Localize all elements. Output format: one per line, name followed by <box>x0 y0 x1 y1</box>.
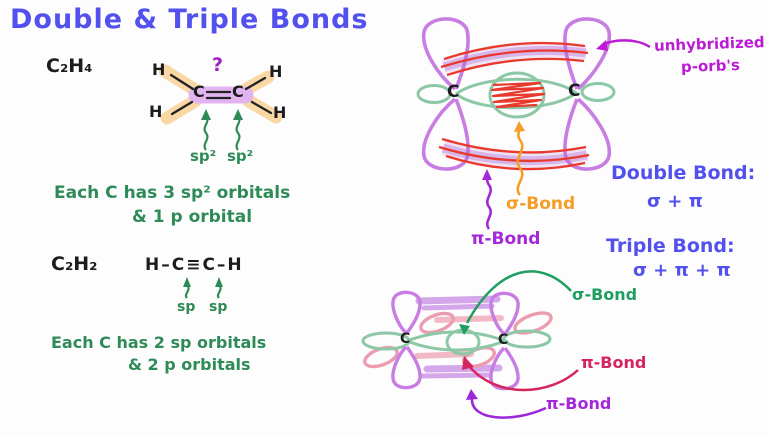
double-bond-equation: σ + π <box>647 191 703 212</box>
hatch-bar <box>421 303 495 311</box>
h-atom: H <box>269 62 283 81</box>
p-lobe <box>421 97 470 171</box>
ch-bond <box>250 100 273 115</box>
unhybridized-label-line2: p-orb's <box>680 55 741 77</box>
arrowhead <box>466 389 478 400</box>
c-atom: C <box>498 332 509 348</box>
sigma-bond-arrow <box>459 270 572 335</box>
p-lobe <box>489 291 520 336</box>
pi-arc <box>446 57 585 77</box>
wavy-arrow <box>516 129 524 196</box>
unhybridized-label-line1: unhybridized <box>653 33 765 55</box>
ch-bond <box>244 76 267 91</box>
arrowhead <box>514 121 525 132</box>
outer-sp-lobe <box>502 329 552 349</box>
hatch-bar <box>415 295 501 305</box>
pi-bond-arrow-crimson <box>462 356 579 392</box>
sp-arrows <box>183 277 223 299</box>
ch-bond <box>169 73 195 91</box>
pi-bond-label: π-Bond <box>581 353 647 372</box>
triple-bond-summary-title: Triple Bond: <box>606 235 735 257</box>
outer-sp2-lobe <box>580 82 616 102</box>
sp2-label: sp² <box>190 147 217 165</box>
triple-bond-equation: σ + π + π <box>633 260 731 281</box>
acetylene-structure: H–C≡C–H <box>145 255 244 275</box>
pi-bond-arrow-purple <box>466 389 547 419</box>
triple-bond-orbital-diagram <box>361 270 579 419</box>
pi-overlap-band-bottom <box>438 137 590 171</box>
outer-sp2-lobe <box>416 84 452 104</box>
p-lobe <box>563 97 612 171</box>
ch-bond <box>170 100 194 116</box>
p-lobe <box>391 345 422 390</box>
wavy-arrow <box>485 177 492 230</box>
sp-sigma-orbitals <box>361 328 552 356</box>
ethylene-bond-highlights <box>158 64 283 125</box>
wavy-arrow <box>235 115 241 151</box>
sp2-arrows <box>201 109 243 151</box>
p-lobe <box>563 17 612 91</box>
c-atom: C <box>400 331 411 347</box>
arrowhead <box>183 277 191 287</box>
curved-arrow <box>465 270 572 324</box>
sp-label: sp <box>209 299 228 315</box>
curved-arrow <box>467 364 579 392</box>
unhybridized-pointer-arrow <box>596 39 651 51</box>
acetylene-note-line2: & 2 p orbitals <box>128 355 251 374</box>
sigma-lens <box>455 77 579 110</box>
ethylene-formula: C₂H₄ <box>46 55 93 77</box>
double-bond-orbital-diagram <box>416 17 651 230</box>
c-atom: C <box>568 81 581 101</box>
pi-bond-label: π-Bond <box>471 229 541 249</box>
sigma-bond-arrow <box>514 121 525 196</box>
c-atom: C <box>232 82 244 101</box>
arrowhead <box>201 109 211 120</box>
ethylene-bonds <box>169 73 273 116</box>
arrowhead <box>596 40 608 51</box>
ethylene-note-line2: & 1 p orbital <box>132 207 253 227</box>
c-atom: C <box>447 82 460 102</box>
sigma-bond-label: σ-Bond <box>572 285 638 304</box>
acetylene-note-line1: Each C has 2 sp orbitals <box>51 333 267 352</box>
sp-label: sp <box>177 299 196 315</box>
pi-bond-arrow <box>482 169 492 230</box>
sigma-bond-label: σ-Bond <box>506 194 576 214</box>
p-orbital-lobes <box>421 17 612 171</box>
sp2-label: sp² <box>227 147 254 165</box>
arrowhead <box>233 109 243 120</box>
ethylene-note-line1: Each C has 3 sp² orbitals <box>54 183 291 203</box>
p-lobe <box>391 290 422 335</box>
wavy-arrow <box>203 115 209 151</box>
sigma-overlap-shading <box>490 81 546 109</box>
page-title: Double & Triple Bonds <box>10 4 369 35</box>
c-atom: C <box>193 82 205 101</box>
h-atom: H <box>152 60 166 79</box>
double-bond-summary-title: Double Bond: <box>611 162 756 184</box>
pi-bond-label: π-Bond <box>546 394 612 413</box>
h-atom: H <box>273 103 287 122</box>
pi-arc <box>445 154 586 171</box>
arrowhead <box>482 169 492 180</box>
pi-arc <box>438 145 590 163</box>
p-lobe <box>419 311 455 335</box>
arrowhead <box>462 356 474 370</box>
acetylene-formula: C₂H₂ <box>51 253 98 275</box>
h-atom: H <box>149 102 163 121</box>
pi-arc <box>443 41 586 61</box>
pi-overlap-band-top <box>440 41 589 77</box>
p-lobe <box>421 17 470 91</box>
pi-arc <box>440 49 589 69</box>
pi-arc <box>441 137 587 154</box>
pi-hatch-purple <box>415 295 503 379</box>
sigma-lens <box>406 330 510 352</box>
arrowhead <box>459 324 470 335</box>
question-mark: ? <box>212 54 224 76</box>
arrowhead <box>215 277 223 287</box>
curved-arrow <box>470 397 547 419</box>
